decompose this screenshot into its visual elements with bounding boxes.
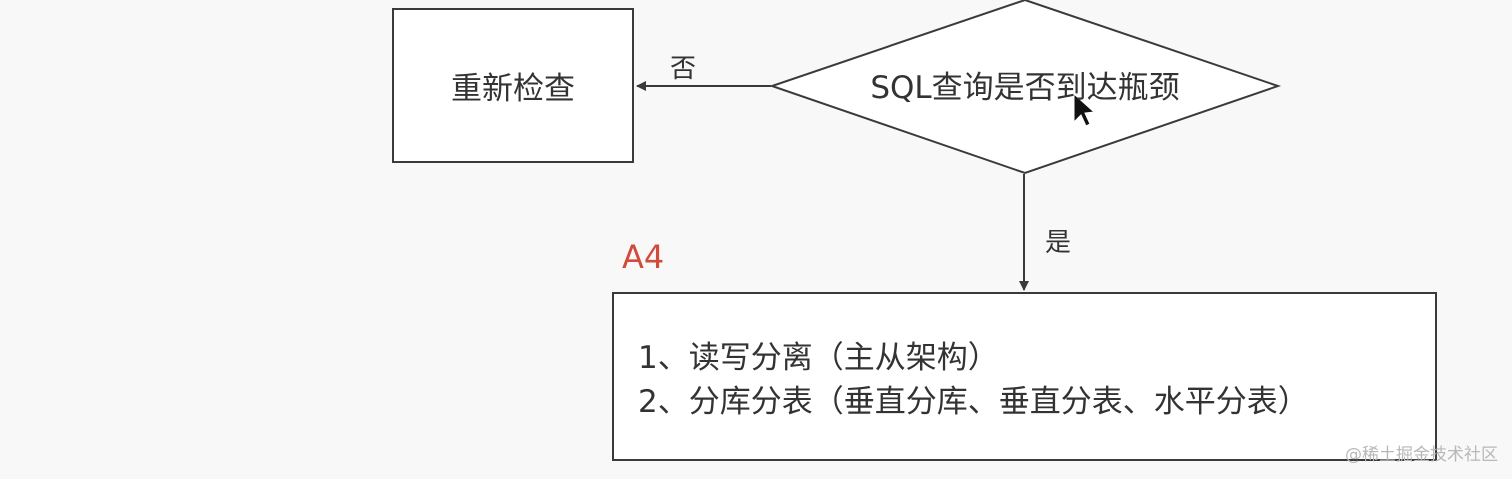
watermark: @稀土掘金技术社区 [1345,445,1498,465]
solutions-box[interactable]: 1、读写分离（主从架构） 2、分库分表（垂直分库、垂直分表、水平分表） [612,292,1437,461]
decision-label: SQL查询是否到达瓶颈 [870,70,1180,106]
solution-item-2: 2、分库分表（垂直分库、垂直分表、水平分表） [638,384,1309,420]
edge-yes-label: 是 [1045,228,1072,258]
solution-item-1: 1、读写分离（主从架构） [638,340,999,376]
recheck-box[interactable]: 重新检查 [392,8,634,163]
recheck-box-label: 重新检查 [451,71,575,107]
step-tag: A4 [622,238,665,276]
decision-diamond[interactable] [768,0,1282,175]
cursor-icon [1073,92,1096,127]
edge-no-label: 否 [670,54,697,84]
